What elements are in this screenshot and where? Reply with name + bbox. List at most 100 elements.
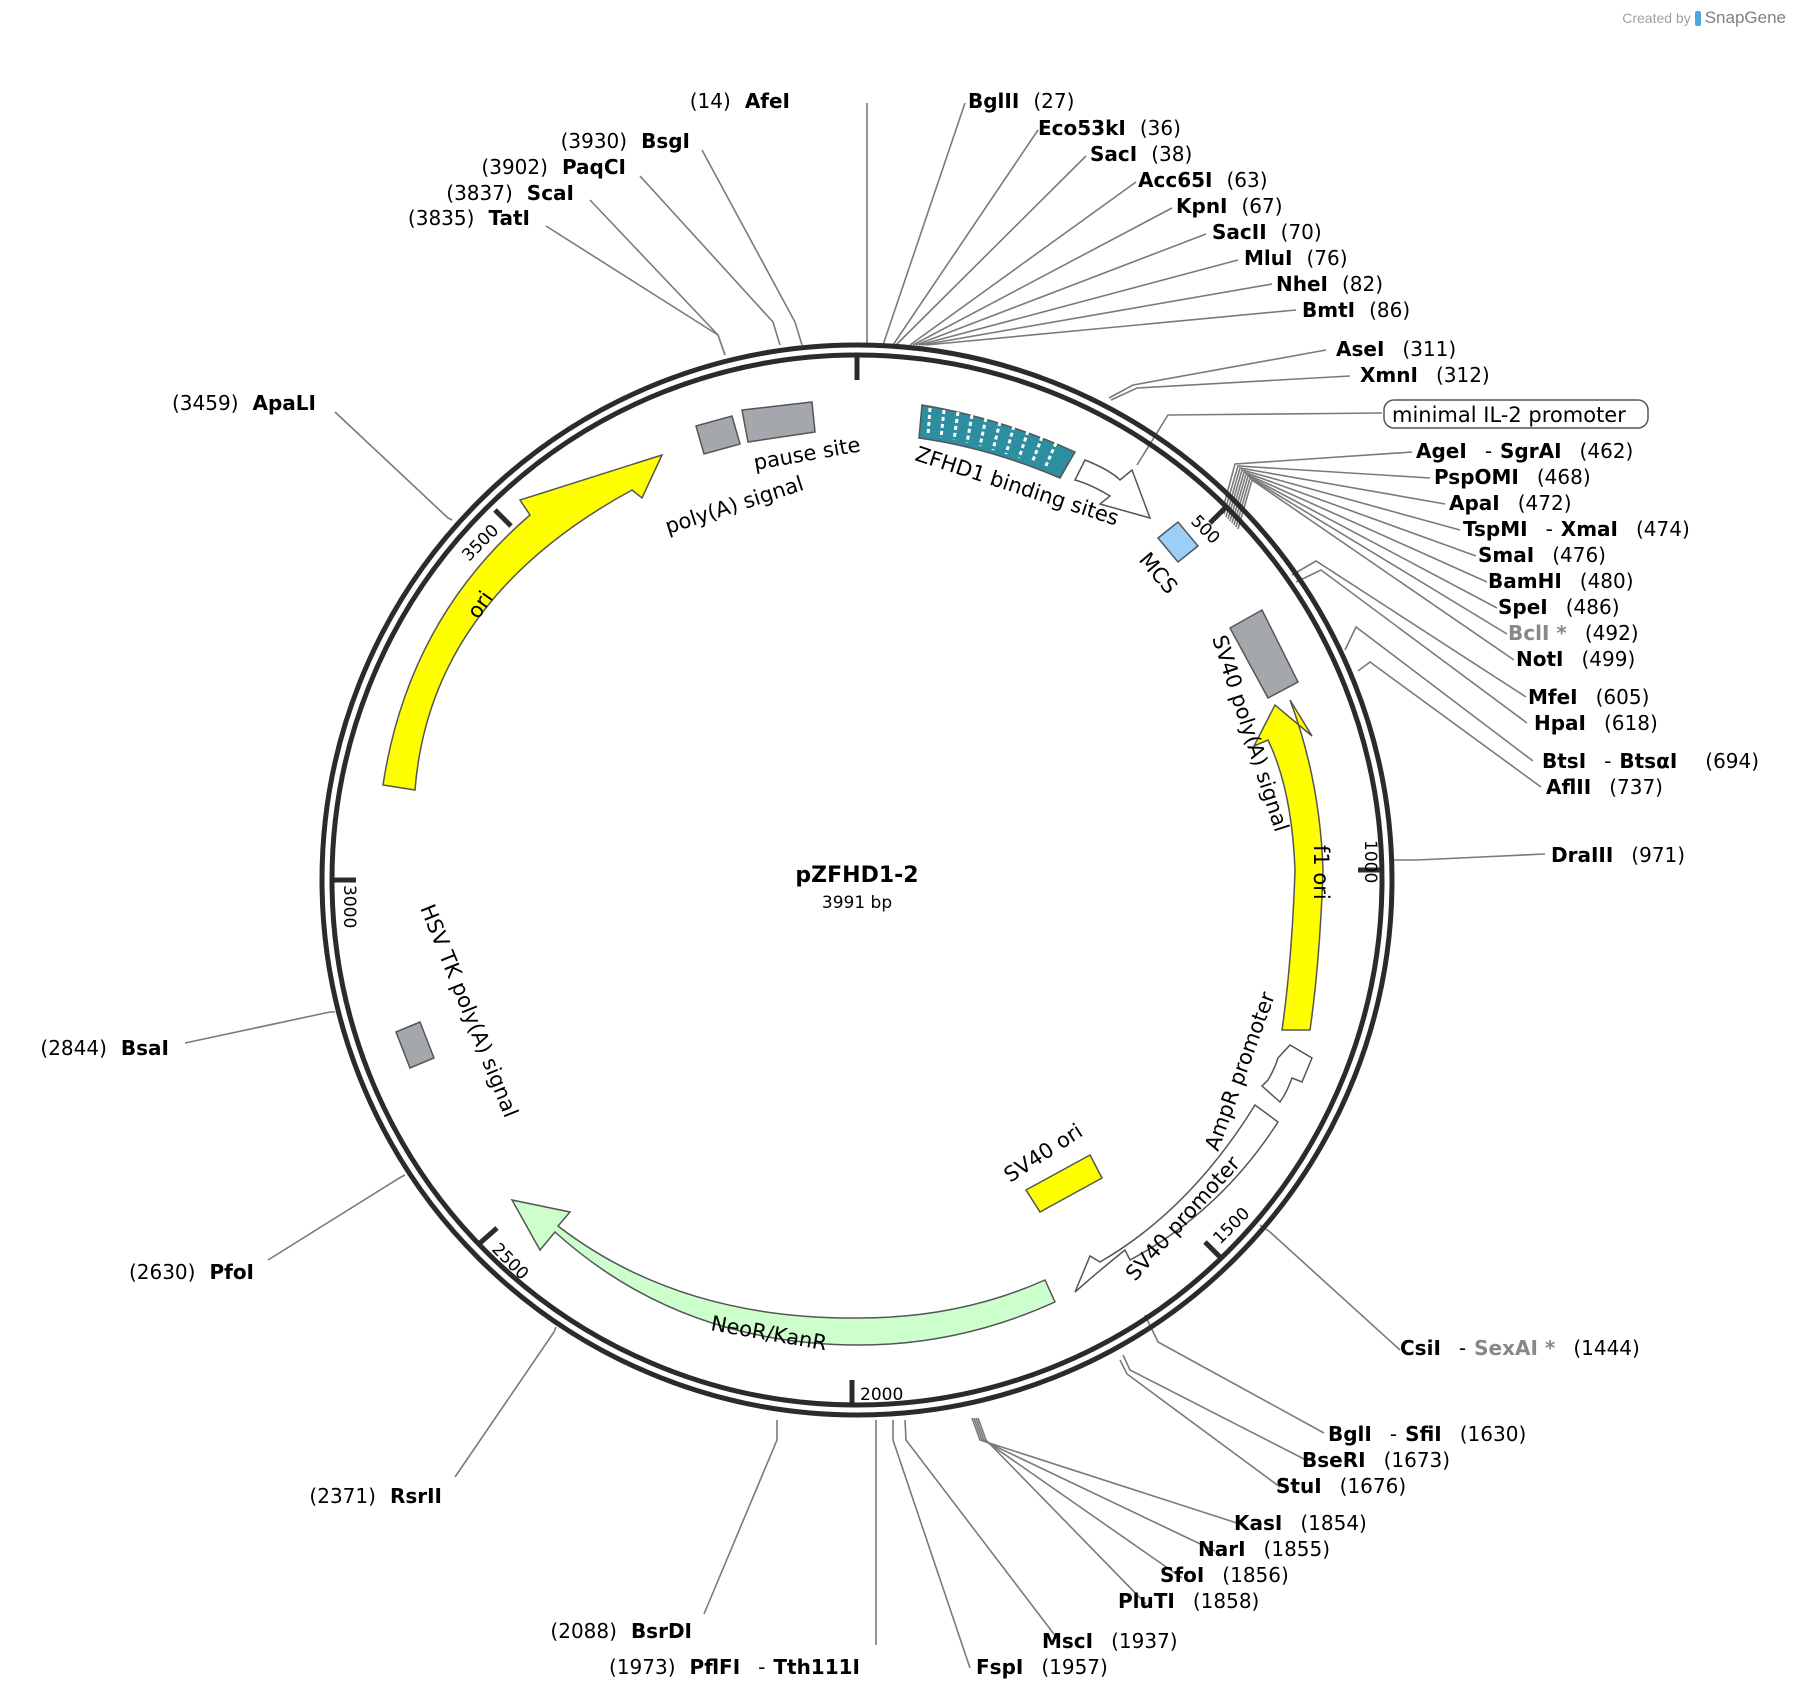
site-draiii: DraIII(971) [1551,843,1685,867]
feature-ori [382,453,664,791]
site-asei: AseI(311) [1336,337,1456,361]
backbone-inner-ring [329,352,1385,1408]
site-apali: (3459)ApaLI [172,391,316,415]
position-ticks [334,357,1380,1403]
label-hsv-tk-polya-signal: HSV TK poly(A) signal [415,901,522,1121]
feature-mcs [1156,520,1200,564]
tick-label-1000: 1000 [1360,840,1380,883]
site-bglii: BglII(27) [968,89,1074,113]
site-sfoi: SfoI(1856) [1160,1563,1289,1587]
snapgene-watermark: Created by SnapGene [1622,8,1786,28]
leader-fspi [892,1420,971,1669]
site-fspi: FspI(1957) [976,1655,1108,1679]
il2-label-text: minimal IL-2 promoter [1392,403,1626,427]
site-kpni: KpnI(67) [1176,194,1283,218]
leader-apali [334,411,453,521]
site-scai: (3837)ScaI [446,181,574,205]
site-pspomi: PspOMI(468) [1434,465,1591,489]
site-apai: ApaI(472) [1449,491,1572,515]
plasmid-name: pZFHD1-2 [795,863,918,888]
site-btsi: BtsI-BtsαI(694) [1542,749,1759,773]
site-tspmi: TspMI-XmaI(474) [1463,517,1690,541]
leader-bseri [1122,1354,1307,1461]
features [382,401,1324,1346]
site-mfei: MfeI(605) [1528,685,1649,709]
feature-sv40-ori [1024,1153,1104,1213]
leader-draiii [1392,853,1546,861]
site-smai: SmaI(476) [1478,543,1606,567]
leader-btsi [1344,625,1534,762]
feature-sv40-polya-signal [1228,608,1299,700]
leader-eco53ki [892,129,1039,346]
site-bsrdi: (2088)BsrDI [550,1619,692,1643]
feature-polya-signal [695,415,741,455]
leader-asei [1108,349,1327,399]
leader-apai [1225,467,1446,518]
site-nari: NarI(1855) [1198,1537,1330,1561]
site-msci: MscI(1937) [1042,1629,1178,1653]
leader-spei [1233,474,1498,609]
leader-mlui [918,259,1239,346]
leader-aflii [1357,661,1542,788]
site-tati: (3835)TatI [408,206,530,230]
leader-bglii [882,102,966,346]
leader-bamhi [1231,472,1488,583]
site-nhei: NheI(82) [1276,272,1383,296]
tick-label-1500: 1500 [1209,1204,1254,1249]
site-bmti: BmtI(86) [1302,298,1410,322]
site-stui: StuI(1676) [1276,1474,1406,1498]
backbone-outer-ring [319,342,1395,1418]
leader-tati [545,225,726,356]
site-csii: CsiI-SexAI *(1444) [1400,1336,1640,1360]
leader-pluti [977,1417,1147,1605]
label-polya-signal: poly(A) signal [662,471,806,538]
site-pluti: PluTI(1858) [1118,1589,1259,1613]
snapgene-logo-icon [1694,10,1701,26]
il2-label-border [1383,399,1649,429]
site-spei: SpeI(486) [1498,595,1620,619]
site-hpai: HpaI(618) [1534,711,1658,735]
site-bgli: BglI-SfiI(1630) [1328,1422,1526,1446]
watermark-brand: SnapGene [1704,8,1786,27]
il2-label-box: minimal IL-2 promoter [1383,399,1649,429]
site-acc65i: Acc65I(63) [1138,168,1268,192]
site-afei: (14)AfeI [690,89,790,113]
leader-tspmi [1227,469,1461,531]
site-bsgi: (3930)BsgI [561,129,690,153]
leader-kasi [971,1417,1241,1525]
site-saci: SacI(38) [1090,142,1192,166]
site-bamhi: BamHI(480) [1488,569,1634,593]
site-paqci: (3902)PaqCI [481,155,626,179]
leader-pfoi [267,1174,406,1261]
leader-saci [895,155,1087,346]
tick-3500 [493,508,513,528]
leader-bsgi [701,149,803,346]
site-sacii: SacII(70) [1212,220,1322,244]
site-kasi: KasI(1854) [1234,1511,1367,1535]
feature-sv40-promoter [1074,1103,1280,1293]
tick-label-2000: 2000 [860,1385,903,1405]
site-bcli: BclI *(492) [1508,621,1639,645]
leader-sfoi [975,1417,1183,1579]
site-pflfi: (1973)PflFI-Tth111I [609,1655,860,1679]
feature-ampr-promoter [1260,1044,1313,1104]
leader-bmti [925,309,1297,346]
feature-pause-site [741,401,816,443]
leader-kpni [912,207,1173,346]
backbone [319,342,1395,1418]
leader-mfei [1291,560,1527,698]
leader-hpai [1295,569,1528,724]
leader-smai [1229,470,1477,557]
site-pfoi: (2630)PfoI [129,1260,254,1284]
tick-500 [1208,506,1227,525]
site-labels: (14)AfeI BglII(27) Eco53kI(36) SacI(38) … [40,89,1759,1679]
leader-il2 [1136,412,1383,466]
leader-csii [1259,1224,1401,1351]
label-f1-ori: f1 ori [1309,845,1333,900]
leader-rsrii [454,1326,557,1478]
feature-f1-ori [1252,699,1324,1031]
leader-lines [184,102,1546,1669]
tick-label-3000: 3000 [339,885,359,928]
leader-bsrdi [703,1420,778,1615]
